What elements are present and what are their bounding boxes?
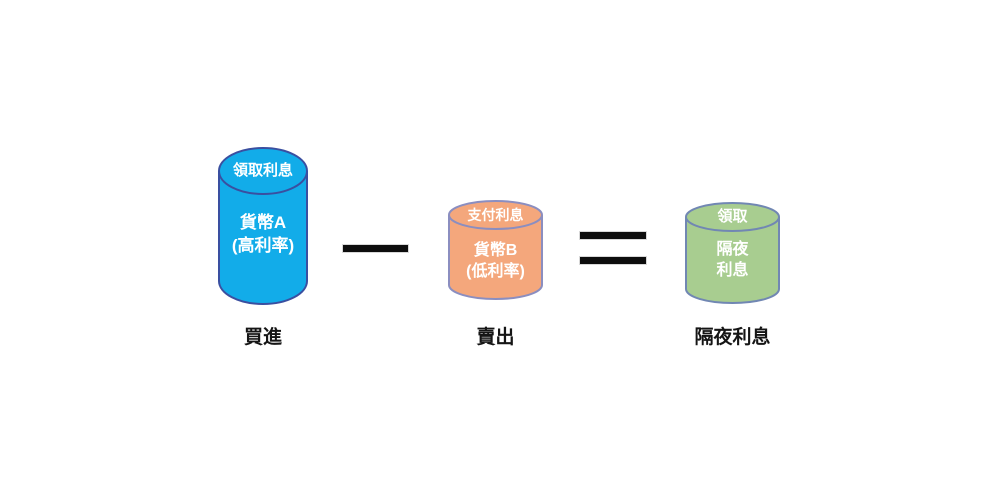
cylinder-top-text: 支付利息	[467, 207, 524, 223]
label-sell: 賣出	[476, 327, 515, 348]
cylinder-group-buy: 領取利息 貨幣A (高利率)	[218, 147, 308, 305]
cylinder-body-shape	[448, 215, 543, 300]
cylinder-group-sell: 支付利息 貨幣B (低利率)	[448, 200, 543, 300]
cylinder-top-text: 領取利息	[232, 162, 293, 179]
cylinder-body-line: 隔夜	[716, 241, 749, 258]
cylinder-body-line: 貨幣A	[239, 213, 287, 232]
cylinder-body-shape	[218, 171, 308, 305]
label-buy: 買進	[243, 327, 282, 348]
cylinder-body-text: 貨幣B (低利率)	[448, 240, 543, 282]
cylinder-lid-shape	[218, 147, 308, 195]
cylinder-icon	[685, 202, 780, 304]
cylinder-lid-shape	[685, 202, 780, 232]
cylinder-lid-shape	[448, 200, 543, 230]
equals-operator-bottom-bar	[580, 257, 646, 264]
cylinder-body-line: (低利率)	[466, 263, 525, 280]
cylinder-top-text: 領取	[717, 208, 748, 225]
cylinder-body-line: 貨幣B	[473, 242, 518, 259]
cylinder-body-line: (高利率)	[231, 236, 295, 255]
minus-operator	[343, 245, 408, 252]
cylinder-body-shape	[685, 217, 780, 304]
cylinder-icon	[448, 200, 543, 300]
cylinder-icon	[218, 147, 308, 305]
cylinder-body-line: 利息	[716, 262, 749, 279]
cylinder-body-text: 隔夜 利息	[685, 239, 780, 281]
label-overnight-interest: 隔夜利息	[694, 327, 771, 348]
cylinder-body-text: 貨幣A (高利率)	[218, 211, 308, 257]
equals-operator-top-bar	[580, 232, 646, 239]
cylinder-group-overnight: 領取 隔夜 利息	[685, 202, 780, 304]
